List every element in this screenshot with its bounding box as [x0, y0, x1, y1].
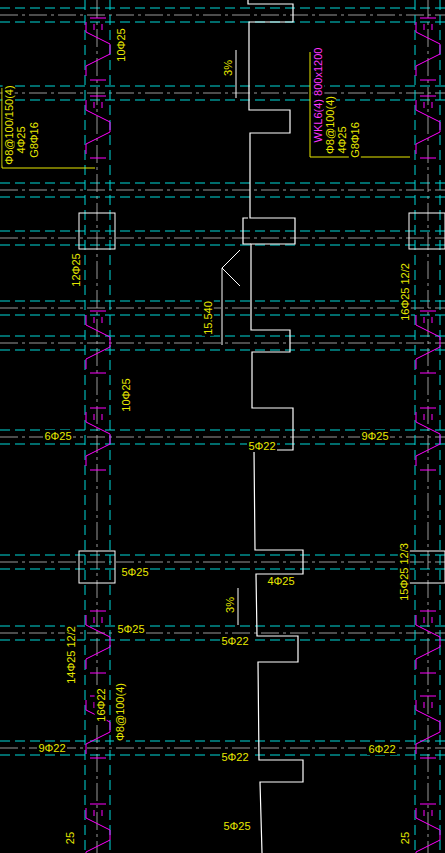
- rebar-label: Φ8@100(4): [324, 95, 336, 155]
- rebar-label: 5Φ25: [116, 623, 145, 635]
- rebar-label: Φ8@100/150(4): [3, 84, 15, 165]
- rebar-symbols: [86, 18, 440, 853]
- rebar-label: 15.540: [202, 300, 214, 336]
- grid-line: [0, 8, 445, 9]
- grid-line: [0, 197, 445, 198]
- slope-arrow: [236, 50, 238, 625]
- grid-line: [0, 238, 445, 239]
- rebar-symbol: [86, 804, 110, 853]
- rebar-symbol: [86, 18, 110, 80]
- grid-line: [0, 183, 445, 184]
- rebar-label: 6Φ25: [43, 430, 72, 442]
- rebar-symbol: [86, 611, 110, 673]
- grid-line: [0, 444, 445, 445]
- grid-line: [0, 350, 445, 351]
- rebar-label: 25: [64, 831, 76, 845]
- grid-line: [85, 0, 86, 853]
- rebar-label: 6Φ22: [367, 743, 396, 755]
- rebar-label: 5Φ25: [120, 566, 149, 578]
- rebar-label: 3%: [222, 59, 234, 77]
- rebar-label: G8Φ16: [349, 121, 361, 159]
- grid-line: [0, 231, 445, 232]
- column-outlines: [79, 213, 445, 583]
- slab-edge: [248, 0, 303, 853]
- rebar-label: 15Φ25 12/3: [398, 542, 410, 602]
- rebar-label: 3%: [224, 596, 236, 614]
- rebar-label: 5Φ22: [247, 440, 276, 452]
- grid-line: [97, 0, 98, 853]
- grid-line: [0, 190, 445, 191]
- grid-line: [0, 22, 445, 23]
- rebar-label: 14Φ25 12/2: [65, 625, 77, 685]
- grid-line: [0, 100, 445, 101]
- grid-line: [0, 569, 445, 570]
- rebar-symbol: [416, 804, 440, 853]
- elevation-mark: [222, 250, 240, 345]
- grid-line: [0, 86, 445, 87]
- rebar-label: 16Φ22: [95, 687, 107, 722]
- rebar-label: G8Φ16: [28, 121, 40, 159]
- rebar-label: WKL6(4) 800x1200: [312, 47, 324, 144]
- rebar-label: 9Φ25: [360, 430, 389, 442]
- rebar-symbol: [416, 696, 440, 758]
- rebar-label: Φ8@100(4): [114, 682, 126, 742]
- rebar-symbol: [416, 311, 440, 373]
- grid-line: [428, 0, 429, 853]
- grid-line: [0, 15, 445, 16]
- rebar-label: 10Φ25: [115, 27, 127, 62]
- rebar-label: 10Φ25: [120, 377, 132, 412]
- rebar-symbol: [86, 311, 110, 373]
- leader-lines: [2, 52, 410, 168]
- rebar-label: 4Φ25: [266, 575, 295, 587]
- rebar-label: 12Φ25: [70, 252, 82, 287]
- rebar-symbol: [86, 96, 110, 158]
- rebar-label: 16Φ25 12/2: [399, 262, 411, 322]
- rebar-symbol: [416, 18, 440, 80]
- grid-line: [0, 245, 445, 246]
- rebar-symbol: [416, 611, 440, 673]
- rebar-symbol: [416, 96, 440, 158]
- grid-line: [0, 555, 445, 556]
- rebar-label: 5Φ22: [220, 635, 249, 647]
- grid-line: [0, 741, 445, 742]
- slab-notch: [243, 218, 251, 244]
- rebar-symbol: [416, 408, 440, 470]
- rebar-label: 5Φ22: [220, 751, 249, 763]
- grid-line: [415, 0, 416, 853]
- rebar-label: 5Φ25: [222, 820, 251, 832]
- rebar-label: 9Φ22: [37, 742, 66, 754]
- rebar-label: 4Φ25: [336, 125, 348, 154]
- rebar-label: 25: [399, 831, 411, 845]
- grid-line: [0, 93, 445, 94]
- grid-line: [0, 562, 445, 563]
- rebar-label: 4Φ25: [15, 125, 27, 154]
- rebar-symbol: [86, 408, 110, 470]
